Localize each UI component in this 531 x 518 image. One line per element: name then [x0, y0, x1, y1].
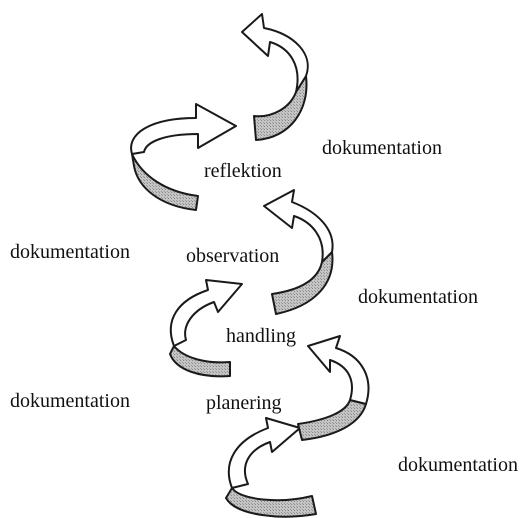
documentation-label-left-upper: dokumentation — [10, 241, 130, 263]
stage-label-handling: handling — [226, 325, 296, 347]
stage-label-reflektion: reflektion — [204, 160, 282, 182]
spiral-band-right-lower — [297, 399, 367, 441]
documentation-label-left-lower: dokumentation — [10, 390, 130, 412]
stage-label-observation: observation — [186, 245, 280, 267]
spiral-band-left-upper — [131, 153, 199, 211]
spiral-band-top — [253, 75, 308, 141]
spiral-band-bottom — [225, 487, 317, 518]
arrow-right-lower — [307, 335, 370, 405]
spiral-arrow-left-middle — [169, 279, 243, 378]
spiral-arrow-right-lower — [297, 335, 370, 441]
documentation-label-right-middle: dokumentation — [358, 286, 478, 308]
documentation-label-upper-right: dokumentation — [322, 137, 442, 159]
spiral-arrow-left-upper — [130, 103, 237, 211]
documentation-label-bottom-right: dokumentation — [398, 454, 518, 476]
arrow-top — [241, 13, 309, 93]
stage-label-planering: planering — [206, 392, 282, 414]
spiral-arrow-top — [241, 13, 309, 141]
spiral-arrow-bottom — [225, 417, 317, 518]
arrow-left-middle — [169, 279, 243, 347]
spiral-arrow-right-upper — [263, 189, 334, 315]
arrow-right-upper — [263, 189, 334, 263]
spiral-band-left-middle — [169, 345, 231, 378]
arrow-bottom — [227, 417, 301, 489]
arrow-left-upper — [130, 103, 237, 155]
